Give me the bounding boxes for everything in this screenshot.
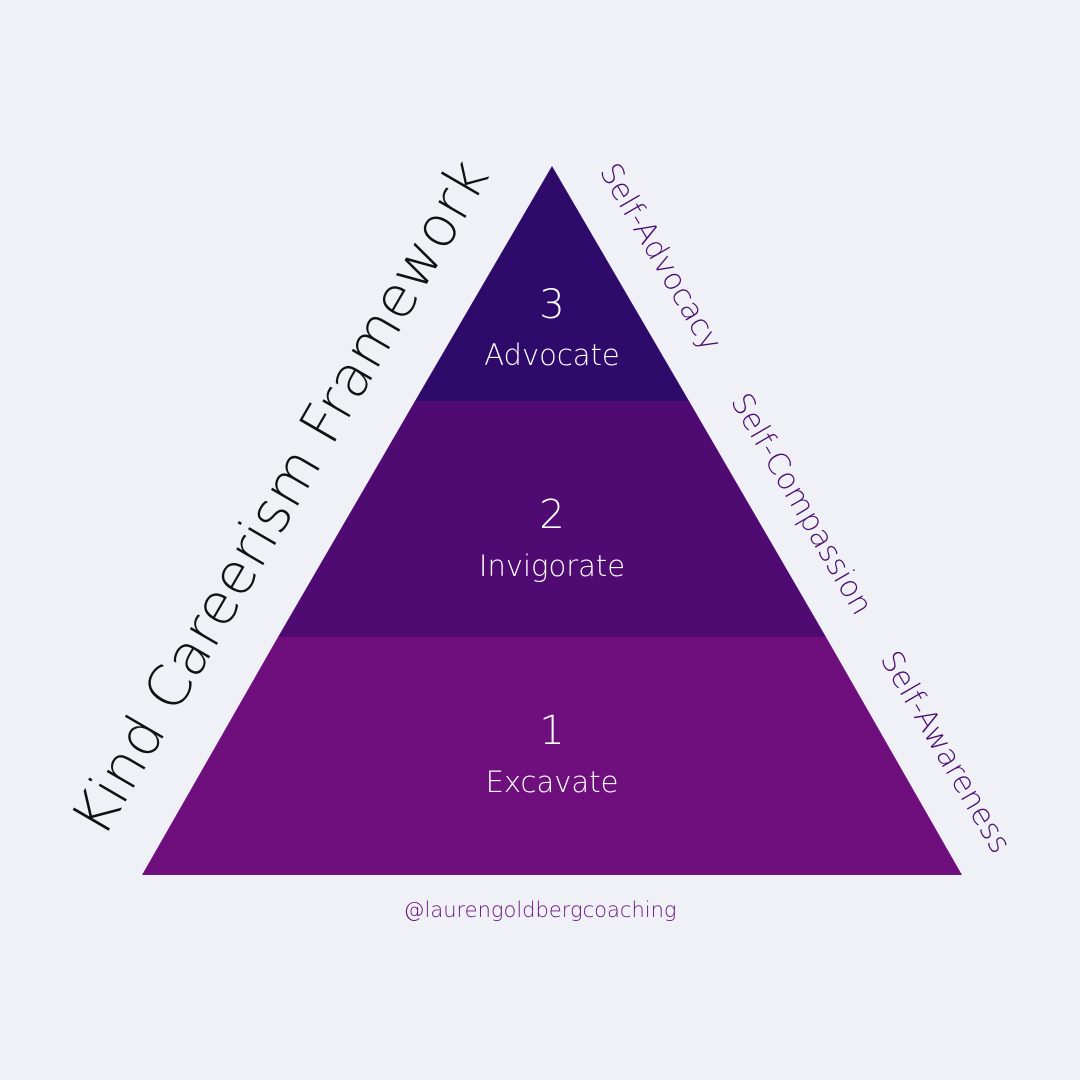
pyramid-tier-top bbox=[415, 166, 689, 401]
level-3-number: 3 bbox=[539, 282, 564, 328]
social-handle[interactable]: @laurengoldbergcoaching bbox=[403, 898, 677, 922]
level-1-number: 1 bbox=[539, 708, 564, 754]
level-2-label: Invigorate bbox=[479, 549, 625, 583]
level-3-label: Advocate bbox=[484, 338, 620, 372]
pyramid-tier-middle bbox=[278, 401, 826, 637]
pyramid-tier-bottom bbox=[142, 637, 962, 875]
level-2-number: 2 bbox=[539, 492, 564, 538]
level-1-label: Excavate bbox=[486, 765, 619, 799]
